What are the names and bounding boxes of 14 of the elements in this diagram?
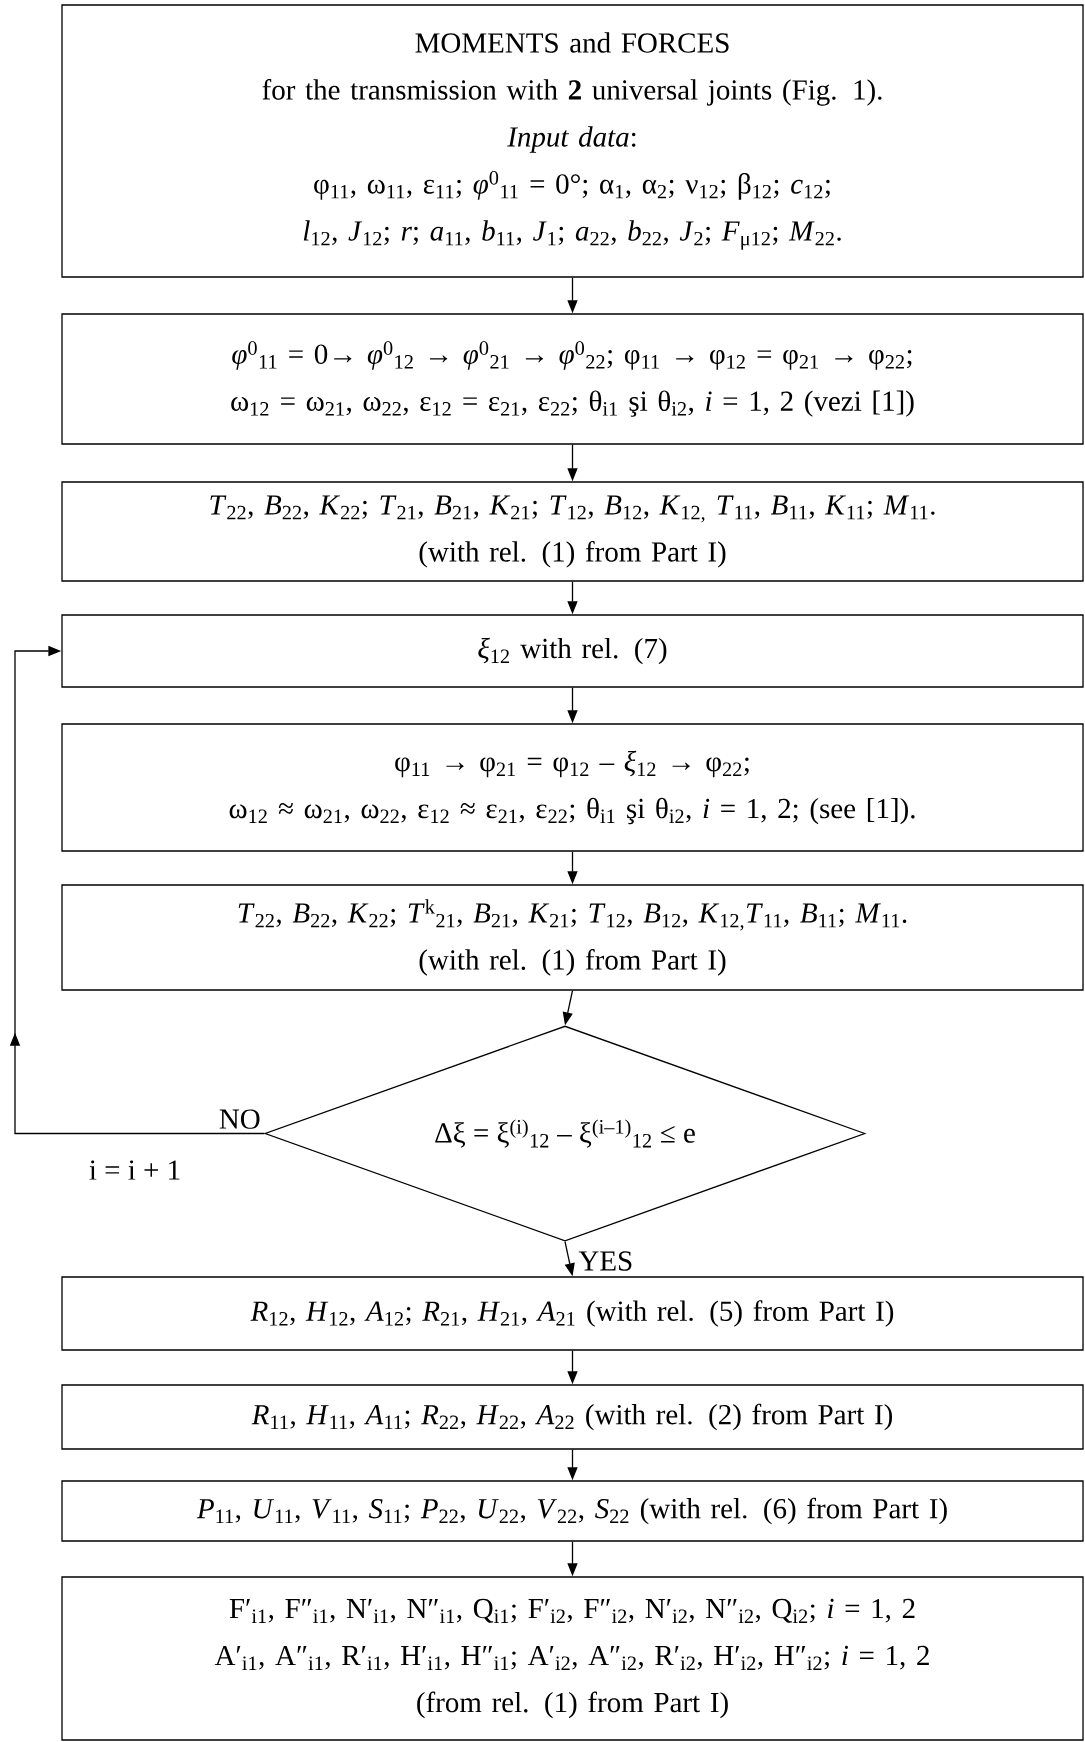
arrow xyxy=(9,645,265,1135)
edge-label: NO xyxy=(217,1108,262,1130)
process-box: P$_{11}$, U$_{11}$, V$_{11}$, S$_{11}$; P$_{22}$, U$_{22}$, V$_{22}$, S$_{22}$ (with rel. (6) from Part I) xyxy=(61,1480,1084,1542)
process-box: φ$_{11}$ → φ$_{21}$ = φ$_{12}$ – ξ$_{12}$ → φ$_{22}$; ω$_{12}$ ≈ ω$_{21}$, ω$_{22}$, ε$_{12}$ ≈ ε$_{21}$, ε$_{22}$; θ$_{i1}$ şi θ$_{i2}$, i = 1, 2; (see [1]). xyxy=(61,723,1084,852)
counter-label: i = i + 1 xyxy=(89,1160,180,1180)
process-box: T$_{22}$, B$_{22}$, K$_{22}$; T$_{21}$, B$_{21}$, K$_{21}$; T$_{12}$, B$_{12}$, K$_{12,}$ T$_{11}$, B$_{11}$, K$_{11}$; M$_{11}$. (with rel. (1) from Part I) xyxy=(61,481,1084,582)
process-box: MOMENTS and FORCES for the transmission with 2 universal joints (Fig. 1). Input data: φ$_{11}$, ω$_{11}$, ε$_{11}$; φ$^{0}$$_{11}$ = 0°; α$_{1}$, α$_{2}$; ν$_{12}$; β$_{12}$; c$_{12}$; l$_{12}$, J$_{12}$; r; a$_{11}$, b$_{11}$, J$_{1}$; a$_{22}$, b$_{22}$, J$_{2}$; F$_{μ12}$; M$_{22}$. xyxy=(61,4,1084,278)
process-box: R$_{12}$, H$_{12}$, A$_{12}$; R$_{21}$, H$_{21}$, A$_{21}$ (with rel. (5) from Part I) xyxy=(61,1276,1084,1351)
process-box: T$_{22}$, B$_{22}$, K$_{22}$; T$^{k}$$_{21}$, B$_{21}$, K$_{21}$; T$_{12}$, B$_{12}$, K$_{12,}$T$_{11}$, B$_{11}$; M$_{11}$. (with rel. (1) from Part I) xyxy=(61,884,1084,991)
edge-label: YES xyxy=(577,1250,635,1272)
process-box: ξ$_{12}$ with rel. (7) xyxy=(61,614,1084,688)
process-box: R$_{11}$, H$_{11}$, A$_{11}$; R$_{22}$, H$_{22}$, A$_{22}$ (with rel. (2) from Part I) xyxy=(61,1384,1084,1450)
process-box: φ$^{0}$$_{11}$ = 0→ φ$^{0}$$_{12}$ → φ$^{0}$$_{21}$ → φ$^{0}$$_{22}$; φ$_{11}$ → φ$_{12}$ = φ$_{21}$ → φ$_{22}$; ω$_{12}$ = ω$_{21}$, ω$_{22}$, ε$_{12}$ = ε$_{21}$, ε$_{22}$; θ$_{i1}$ şi θ$_{i2}$, i = 1, 2 (vezi [1]) xyxy=(61,313,1084,445)
process-box: F′$_{i1}$, F″$_{i1}$, N′$_{i1}$, N″$_{i1}$, Q$_{i1}$; F′$_{i2}$, F″$_{i2}$, N′$_{i2}$, N″$_{i2}$, Q$_{i2}$; i = 1, 2 A′$_{i1}$, A″$_{i1}$, R′$_{i1}$, H′$_{i1}$, H″$_{i1}$; A′$_{i2}$, A″$_{i2}$, R′$_{i2}$, H′$_{i2}$, H″$_{i2}$; i = 1, 2 (from rel. (1) from Part I) xyxy=(61,1576,1084,1741)
